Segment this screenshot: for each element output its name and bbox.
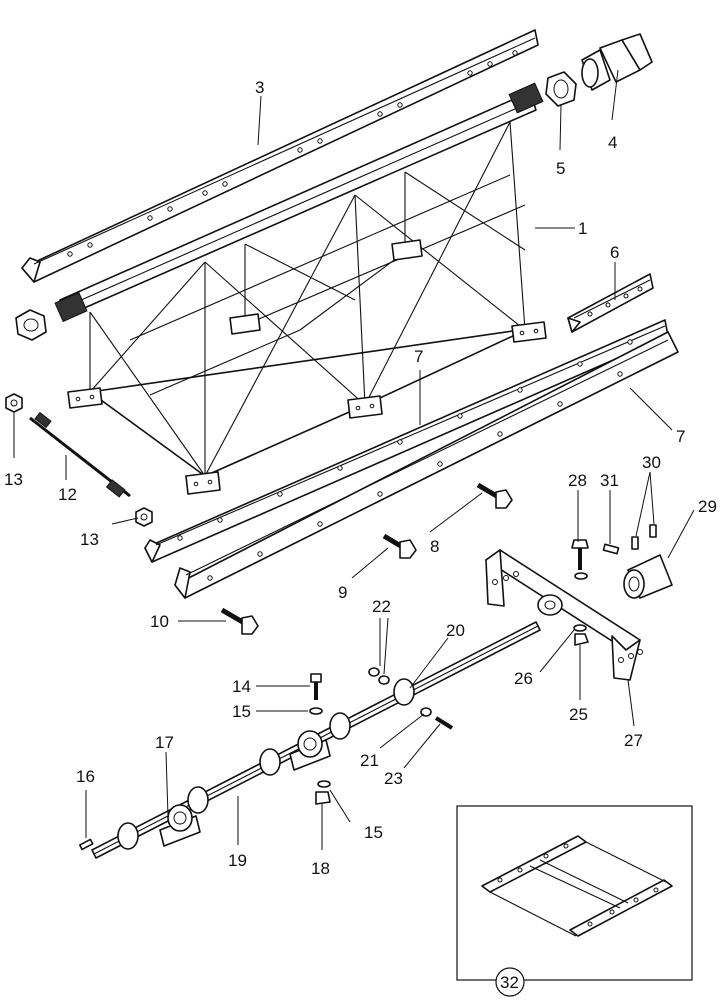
callout-20: 20 — [446, 621, 465, 640]
callout-13-left: 13 — [4, 470, 23, 489]
callout-5: 5 — [556, 159, 565, 178]
callout-17: 17 — [155, 733, 174, 752]
left-hex-nut — [15, 309, 47, 341]
callout-1: 1 — [578, 219, 587, 238]
callout-6: 6 — [610, 243, 619, 262]
part-3-top-angle-rail — [21, 29, 539, 283]
part-6-short-angle — [567, 273, 654, 333]
threaded-end-right — [508, 82, 544, 114]
callout-13-lower: 13 — [80, 530, 99, 549]
part-29-collar — [623, 554, 673, 599]
part-13-nut-upper — [5, 393, 23, 413]
part-8-bolt — [476, 482, 513, 509]
part-4-coupling — [581, 33, 653, 91]
part-28-bolt-washer — [571, 539, 589, 580]
part-15-washer-lower — [317, 780, 331, 788]
part-7-long-angle-upper — [144, 319, 669, 563]
bearing-collars — [117, 678, 415, 850]
callout-10: 10 — [150, 612, 169, 631]
part-22-nut-washer — [368, 667, 390, 685]
part-30-pins — [631, 524, 657, 550]
callout-14: 14 — [232, 677, 251, 696]
callout-3: 3 — [255, 78, 264, 97]
callout-22: 22 — [372, 597, 391, 616]
part-7-long-angle-lower — [174, 331, 679, 599]
part-27-bracket — [485, 549, 643, 681]
callout-9: 9 — [338, 583, 347, 602]
foot-plates — [67, 239, 547, 495]
callout-12: 12 — [58, 485, 77, 504]
part-5-hex-nut — [545, 71, 577, 107]
callout-15-lower: 15 — [364, 823, 383, 842]
callout-7-right: 7 — [676, 427, 685, 446]
part-19-shaft-assembly — [78, 621, 541, 859]
callout-23: 23 — [384, 769, 403, 788]
callout-8: 8 — [430, 537, 439, 556]
callout-15-upper: 15 — [232, 702, 251, 721]
callout-30: 30 — [642, 453, 661, 472]
callout-19: 19 — [228, 851, 247, 870]
part-23-bolt — [434, 716, 454, 730]
part-25-nut — [574, 633, 589, 646]
callout-26: 26 — [514, 669, 533, 688]
threaded-end-left — [54, 291, 88, 323]
callout-32: 32 — [500, 973, 519, 992]
part-26-washer — [573, 624, 587, 632]
part-15-washer-upper — [309, 707, 323, 715]
ladder-frame — [481, 835, 673, 937]
callout-31: 31 — [600, 471, 619, 490]
pillow-block-right — [289, 730, 331, 771]
part-9-bolt — [382, 533, 417, 559]
callout-28: 28 — [568, 471, 587, 490]
part-31-pin — [602, 543, 620, 555]
part-32-inset — [456, 805, 693, 997]
callout-labels: 3 1 4 5 6 7 7 8 9 10 12 13 13 14 15 15 1… — [4, 78, 717, 992]
callout-7-upper: 7 — [414, 347, 423, 366]
part-12-threaded-rod — [29, 411, 131, 498]
callout-29: 29 — [698, 497, 717, 516]
part-14-bolt — [310, 673, 322, 700]
part-16-key — [78, 838, 94, 851]
part-18-nut — [315, 791, 331, 805]
callout-25: 25 — [569, 705, 588, 724]
part-10-bolt — [220, 607, 259, 635]
leader-lines — [13, 69, 695, 850]
callout-16: 16 — [76, 767, 95, 786]
part-17-pillow-block — [159, 804, 201, 847]
callout-4: 4 — [608, 133, 617, 152]
part-1-truss-frame — [54, 82, 547, 495]
callout-18: 18 — [311, 859, 330, 878]
callout-21: 21 — [360, 751, 379, 770]
callout-27: 27 — [624, 731, 643, 750]
part-13-nut-lower — [135, 507, 153, 527]
